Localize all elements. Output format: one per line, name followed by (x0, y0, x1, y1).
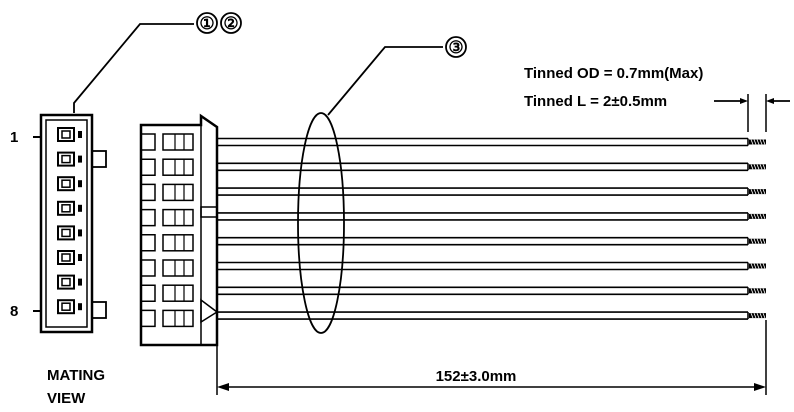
mating-cavity (57, 127, 75, 142)
side-contact-body (162, 133, 194, 151)
leader-line-12 (73, 23, 194, 113)
mating-key-mark (78, 155, 82, 163)
side-view-connector (139, 113, 219, 347)
mating-contact (61, 253, 71, 262)
side-contact-clip (141, 208, 156, 227)
mating-key-mark (78, 180, 82, 188)
side-contact-clip (141, 309, 156, 328)
mating-key-mark (78, 229, 82, 237)
mating-cavities (57, 127, 82, 315)
side-contact-body (162, 183, 194, 202)
side-contact-clip (141, 183, 156, 202)
wire (217, 187, 766, 196)
mating-key-mark (78, 303, 82, 311)
side-key (200, 206, 218, 218)
side-latch-arrow (200, 298, 219, 324)
mating-contact (61, 179, 71, 188)
mating-cavity (57, 225, 75, 241)
side-contact-body (162, 259, 194, 277)
wire (217, 212, 766, 221)
wire (217, 137, 766, 147)
tinned-end (749, 188, 766, 195)
leader-line-3 (327, 46, 443, 116)
wire (217, 286, 766, 296)
callout-3-circle (445, 36, 467, 58)
mating-contact (61, 204, 71, 213)
tinned-end (749, 312, 766, 319)
mating-key-mark (78, 254, 82, 261)
side-contact-clip (141, 133, 156, 151)
callout-2-circle (220, 12, 242, 34)
mating-housing (39, 113, 94, 334)
side-contact-clip (141, 234, 156, 252)
pin-8-label: 8 (10, 303, 18, 320)
mating-view-label-line1: MATING (47, 367, 105, 384)
mating-view-label-line2: VIEW (47, 390, 86, 407)
mating-housing-inner (45, 119, 88, 328)
tinned-od-label: Tinned OD = 0.7mm(Max) (524, 65, 703, 82)
mating-key-mark (78, 278, 82, 286)
tinned-end (749, 164, 766, 170)
side-contacts (141, 133, 194, 328)
latch-tab-bottom (91, 301, 107, 319)
side-contact-clip (141, 158, 156, 176)
side-contact-body (162, 234, 194, 252)
callout-1: ① (199, 14, 214, 33)
mating-contact (61, 302, 71, 311)
tinned-end (749, 263, 766, 269)
wire (217, 261, 766, 271)
mating-contact (61, 154, 71, 164)
latch-tab-top (91, 150, 107, 168)
side-contact-body (162, 158, 194, 176)
wire-bundle-ellipse (297, 112, 345, 334)
callout-3: ③ (448, 38, 463, 57)
tinned-end (749, 213, 766, 220)
side-contact-body (162, 284, 194, 302)
mating-cavity (57, 176, 75, 192)
side-contact-clip (141, 259, 156, 277)
side-contact-body (162, 208, 194, 227)
tinned-length-label: Tinned L = 2±0.5mm (524, 93, 667, 110)
mating-cavity (57, 250, 75, 265)
callout-2: ② (223, 14, 238, 33)
callout-1-circle (196, 12, 218, 34)
mating-cavity (57, 274, 75, 290)
side-contact-clip (141, 284, 156, 302)
wire (217, 236, 766, 246)
mating-key-mark (78, 131, 82, 138)
tinned-end (749, 139, 766, 145)
mating-cavity (57, 200, 75, 216)
tinned-end (749, 238, 766, 244)
side-contact-body (162, 309, 194, 328)
tinned-end (749, 288, 766, 294)
wire (217, 311, 766, 320)
mating-cavity (57, 299, 75, 315)
wire-bundle (217, 137, 766, 320)
mating-view-connector (33, 113, 107, 334)
wire (217, 162, 766, 172)
mating-key-mark (78, 204, 82, 212)
mating-contact (61, 130, 71, 139)
overall-length-label: 152±3.0mm (436, 368, 517, 385)
pin-1-label: 1 (10, 129, 18, 146)
mating-contact (61, 228, 71, 238)
mating-contact (61, 277, 71, 287)
mating-cavity (57, 151, 75, 167)
